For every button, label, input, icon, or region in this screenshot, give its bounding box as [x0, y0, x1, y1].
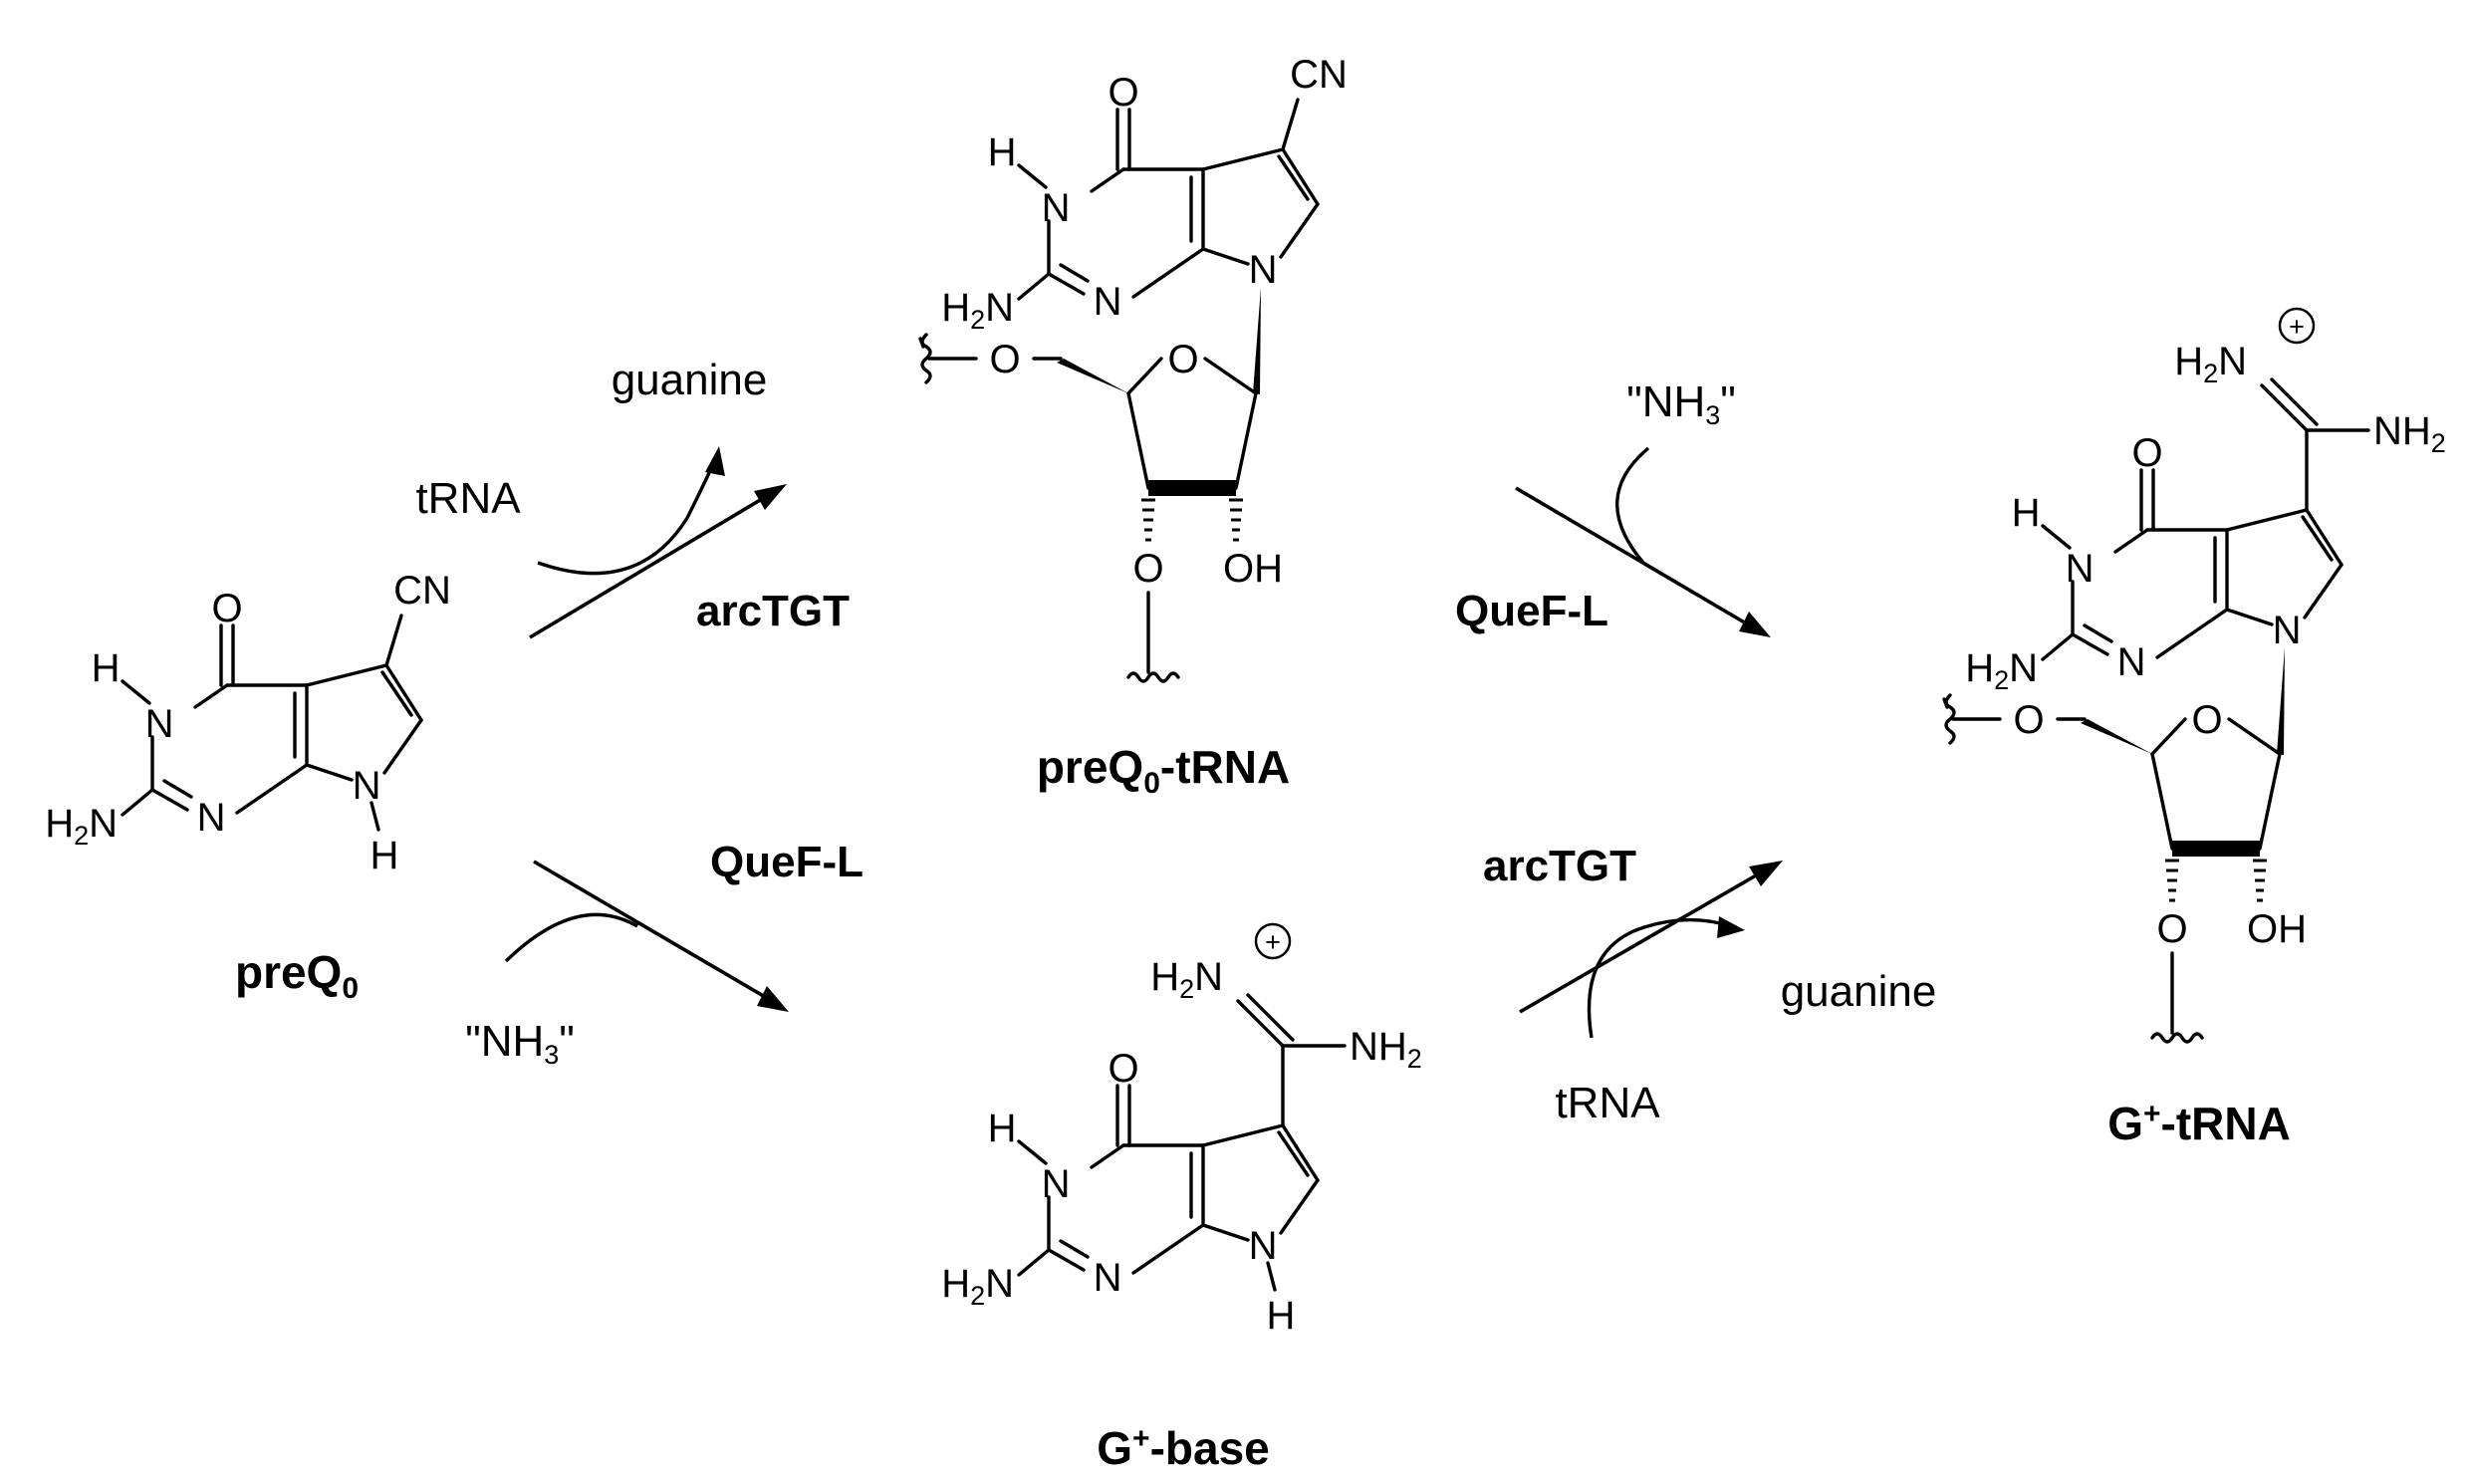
arrow-arctgt-top [529, 446, 787, 639]
gplus-trna-label: G+-tRNA [2107, 1098, 2291, 1149]
preq0-trna-structure [918, 51, 1350, 683]
reagent-trna-top: tRNA [415, 474, 521, 523]
gplus-trna-structure [1942, 307, 2448, 1044]
enzyme-arctgt-bottom: arcTGT [1483, 842, 1636, 890]
gplus-base-structure [939, 922, 1424, 1340]
preq0-label: preQ0 [235, 946, 359, 1005]
reagent-nh3-bottom: "NH3" [465, 1017, 575, 1070]
preq0-structure [43, 567, 453, 879]
reagent-nh3-top: "NH3" [1626, 377, 1736, 430]
arrow-quef-top [1515, 446, 1771, 637]
product-guanine-top: guanine [612, 356, 768, 404]
preq0-trna-label: preQ0-tRNA [1037, 741, 1290, 800]
enzyme-arctgt-top: arcTGT [696, 587, 850, 635]
arrow-arctgt-bottom [1519, 861, 1783, 1039]
gplus-base-label: G+-base [1097, 1422, 1269, 1474]
arrow-quef-bottom [504, 860, 789, 1012]
enzyme-quef-top: QueF-L [1455, 587, 1608, 635]
reagent-trna-bottom: tRNA [1555, 1079, 1660, 1127]
product-guanine-bottom: guanine [1781, 967, 1937, 1016]
enzyme-quef-bottom: QueF-L [710, 838, 863, 886]
